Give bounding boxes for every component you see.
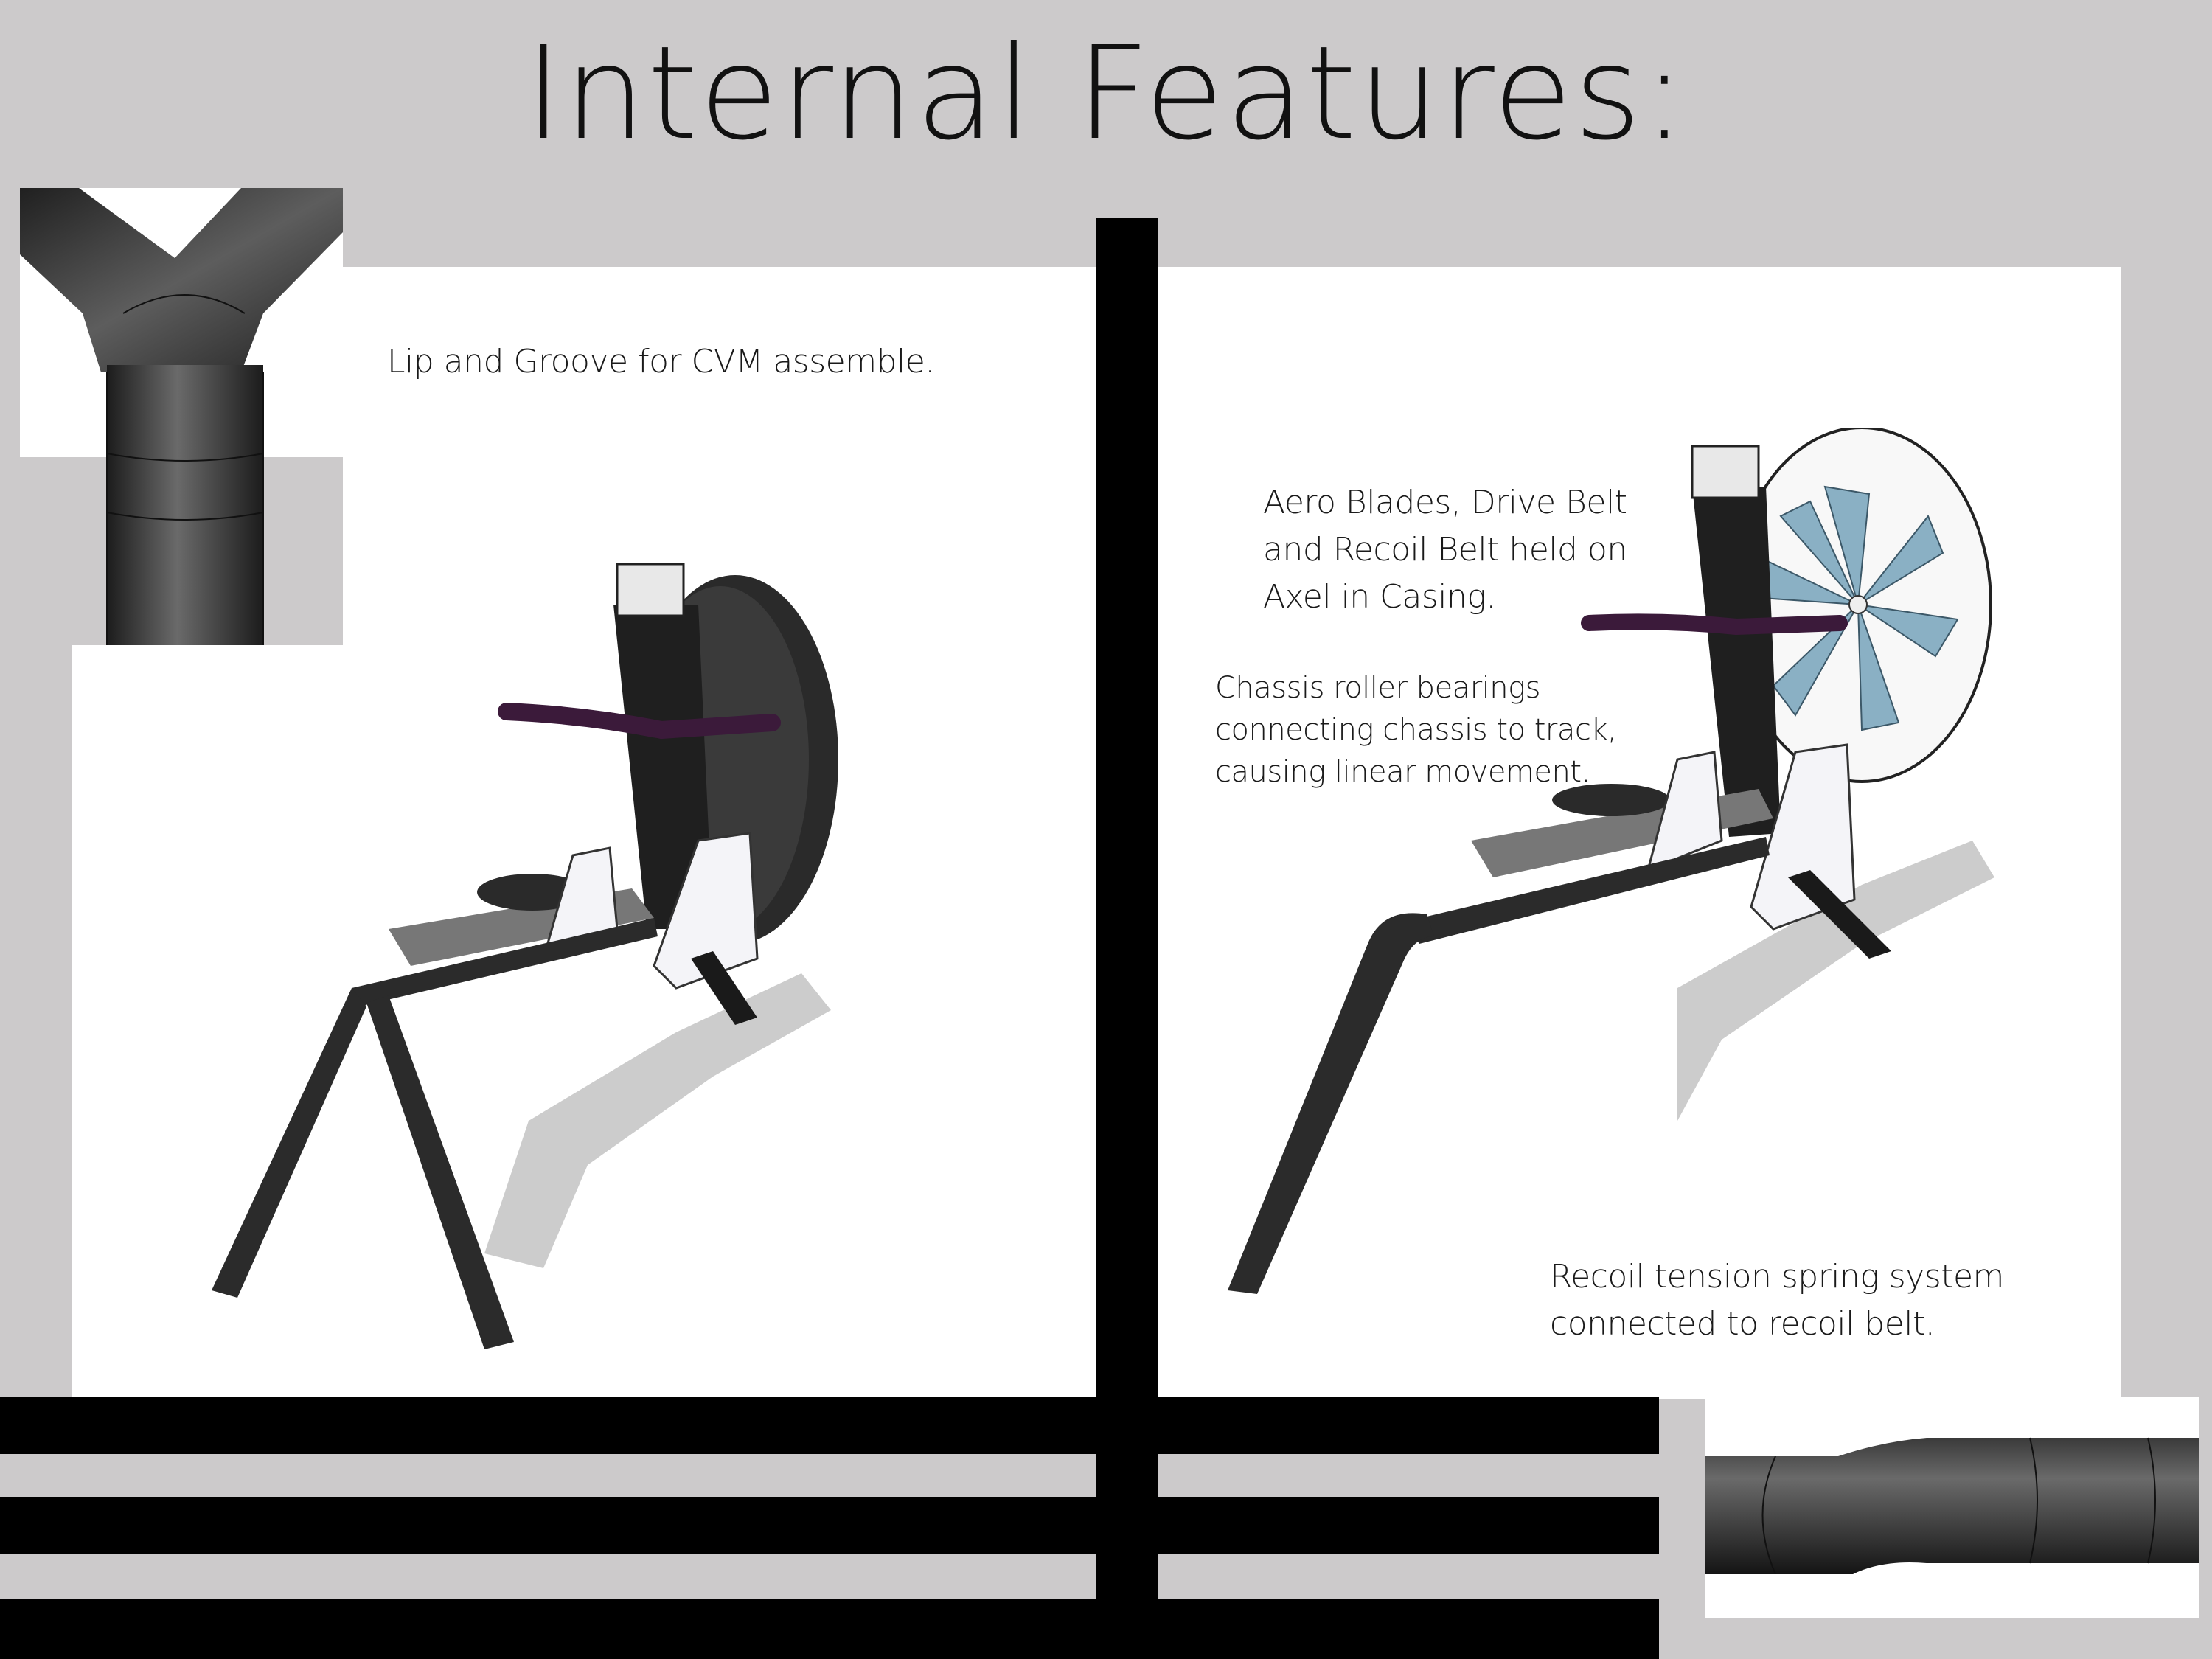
aero-blades-caption: Aero Blades, Drive Belt and Recoil Belt …: [1263, 484, 1627, 616]
rowing-machine-cutaway-render: [1228, 428, 1994, 1294]
horizontal-bar-2: [0, 1497, 1659, 1554]
chassis-bearings-caption: Chassis roller bearings connecting chass…: [1215, 671, 1617, 789]
recoil-spring-caption: Recoil tension spring system connected t…: [1550, 1258, 2004, 1343]
lip-groove-caption: Lip and Groove for CVM assemble.: [387, 343, 935, 380]
horizontal-bar-3: [0, 1599, 1659, 1659]
rowing-machine-render: [212, 563, 838, 1349]
y-joint-render: [20, 188, 343, 645]
tube-elbow-render: [1705, 1397, 2199, 1618]
page-title: Internal Features:: [524, 19, 1688, 169]
horizontal-bar-1: [0, 1397, 1659, 1454]
